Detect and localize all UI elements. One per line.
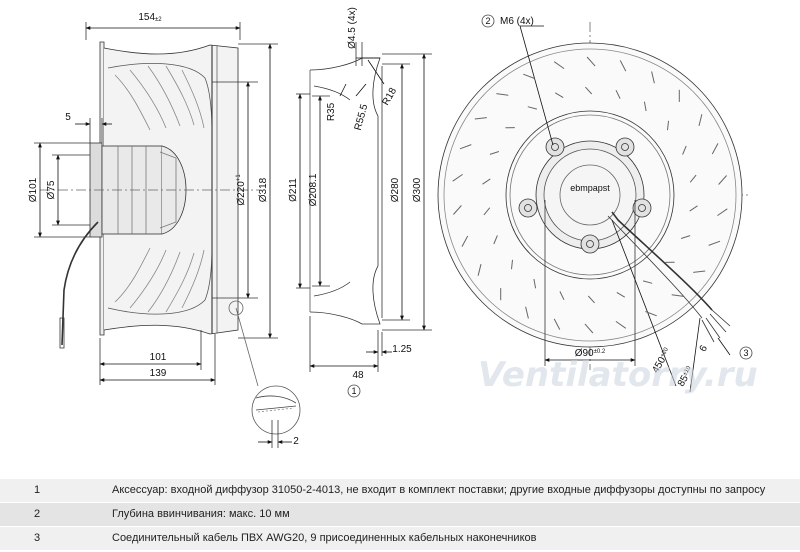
note-number: 2 bbox=[0, 502, 106, 527]
section-view bbox=[296, 42, 432, 398]
blade-slot bbox=[533, 278, 537, 289]
dim-hub-offset: 5 bbox=[65, 112, 71, 123]
note-row: 3 Соединительный кабель ПВХ AWG20, 9 при… bbox=[0, 526, 800, 550]
dim-r18: R18 bbox=[380, 86, 399, 108]
dim-dia-318: Ø318 bbox=[258, 177, 269, 202]
blade-slot bbox=[619, 60, 627, 72]
note-number: 3 bbox=[0, 526, 106, 550]
note-row: 1 Аксессуар: входной диффузор 31050-2-40… bbox=[0, 478, 800, 503]
blade-slot bbox=[527, 106, 538, 110]
callout-2: 2 bbox=[485, 16, 490, 26]
blade-slot bbox=[483, 207, 491, 216]
blade-slot bbox=[717, 208, 728, 217]
blade-slot bbox=[645, 311, 657, 317]
blade-slot bbox=[554, 92, 564, 99]
blade-slot bbox=[559, 291, 565, 301]
blade-slot bbox=[553, 318, 561, 330]
blade-slot bbox=[489, 151, 500, 155]
blade-slot bbox=[477, 263, 482, 276]
blade-slot bbox=[453, 205, 462, 215]
blade-slot bbox=[693, 270, 706, 273]
blade-slot bbox=[711, 143, 719, 155]
note-row: 2 Глубина ввинчивания: макс. 10 мм bbox=[0, 502, 800, 527]
blade-slot bbox=[584, 323, 594, 334]
dim-dia-75: Ø75 bbox=[46, 180, 57, 199]
blade-slot bbox=[553, 61, 565, 70]
blade-slot bbox=[452, 173, 463, 182]
blade-slot bbox=[493, 235, 498, 245]
dim-1-25: 1.25 bbox=[392, 344, 412, 355]
dim-hole-4x: Ø4.5 (4x) bbox=[347, 7, 358, 49]
blade-slot bbox=[689, 205, 698, 212]
callout-3: 3 bbox=[743, 348, 748, 358]
note-number: 1 bbox=[0, 478, 106, 503]
blade-slot bbox=[643, 101, 647, 112]
front-view bbox=[437, 14, 753, 393]
dim-dia-101: Ø101 bbox=[28, 177, 39, 202]
blade-slot bbox=[482, 178, 491, 185]
blade-slot bbox=[689, 174, 697, 183]
blade-slot bbox=[698, 114, 703, 127]
blade-slot bbox=[616, 291, 626, 298]
blade-slot bbox=[667, 120, 669, 131]
blade-slot bbox=[459, 144, 472, 150]
callout-1: 1 bbox=[351, 386, 356, 396]
blade-slot bbox=[642, 280, 653, 284]
dim-detail-2: 2 bbox=[293, 436, 299, 447]
blade-slot bbox=[718, 175, 727, 185]
blade-slots bbox=[452, 56, 728, 334]
blade-slot bbox=[525, 306, 529, 319]
dim-dia-90: Ø90±0.2 bbox=[575, 348, 606, 359]
blade-slot bbox=[585, 86, 593, 95]
dim-dia-280: Ø280 bbox=[390, 177, 401, 202]
dim-cable-85: 85±10 bbox=[676, 364, 696, 388]
watermark: Ventilatorry.ru bbox=[478, 355, 758, 395]
dim-len-101: 101 bbox=[150, 352, 167, 363]
dim-cable-6: 6 bbox=[698, 343, 711, 354]
blade-slot bbox=[671, 294, 684, 297]
blade-slot bbox=[587, 295, 595, 304]
blade-slot bbox=[680, 235, 691, 239]
blade-slot bbox=[461, 235, 469, 247]
dim-r55-5: R55.5 bbox=[353, 103, 371, 132]
note-text: Глубина ввинчивания: макс. 10 мм bbox=[106, 502, 800, 527]
blade-slot bbox=[708, 240, 721, 246]
dim-m6: M6 (4x) bbox=[500, 16, 534, 27]
dim-dia-220: Ø220+1 bbox=[236, 174, 247, 206]
motor-label: ebmpapst bbox=[570, 183, 610, 193]
dim-r35: R35 bbox=[326, 102, 337, 121]
blade-slot bbox=[586, 56, 596, 67]
note-text: Аксессуар: входной диффузор 31050-2-4013… bbox=[106, 478, 800, 503]
blade-slot bbox=[496, 93, 509, 96]
notes-table: 1 Аксессуар: входной диффузор 31050-2-40… bbox=[0, 478, 800, 550]
technical-drawing: 154±2 5 Ø101 Ø75 Ø220+1 Ø318 101 139 2 bbox=[28, 7, 758, 448]
dim-48: 48 bbox=[352, 370, 364, 381]
dim-dia-300: Ø300 bbox=[412, 177, 423, 202]
blade-slot bbox=[682, 145, 687, 155]
blade-slot bbox=[615, 89, 621, 99]
dim-dia-211: Ø211 bbox=[288, 178, 299, 202]
blade-slot bbox=[651, 71, 655, 84]
blade-slot bbox=[615, 320, 627, 329]
dim-len-139: 139 bbox=[150, 368, 167, 379]
note-text: Соединительный кабель ПВХ AWG20, 9 присо… bbox=[106, 526, 800, 550]
dim-width-154: 154±2 bbox=[138, 12, 162, 23]
blade-slot bbox=[511, 259, 513, 270]
blade-slot bbox=[523, 73, 535, 79]
dim-dia-208-1: Ø208.1 bbox=[308, 173, 319, 206]
blade-slot bbox=[474, 117, 487, 120]
side-view bbox=[34, 22, 301, 448]
drawing-canvas: 154±2 5 Ø101 Ø75 Ø220+1 Ø318 101 139 2 bbox=[28, 7, 758, 448]
